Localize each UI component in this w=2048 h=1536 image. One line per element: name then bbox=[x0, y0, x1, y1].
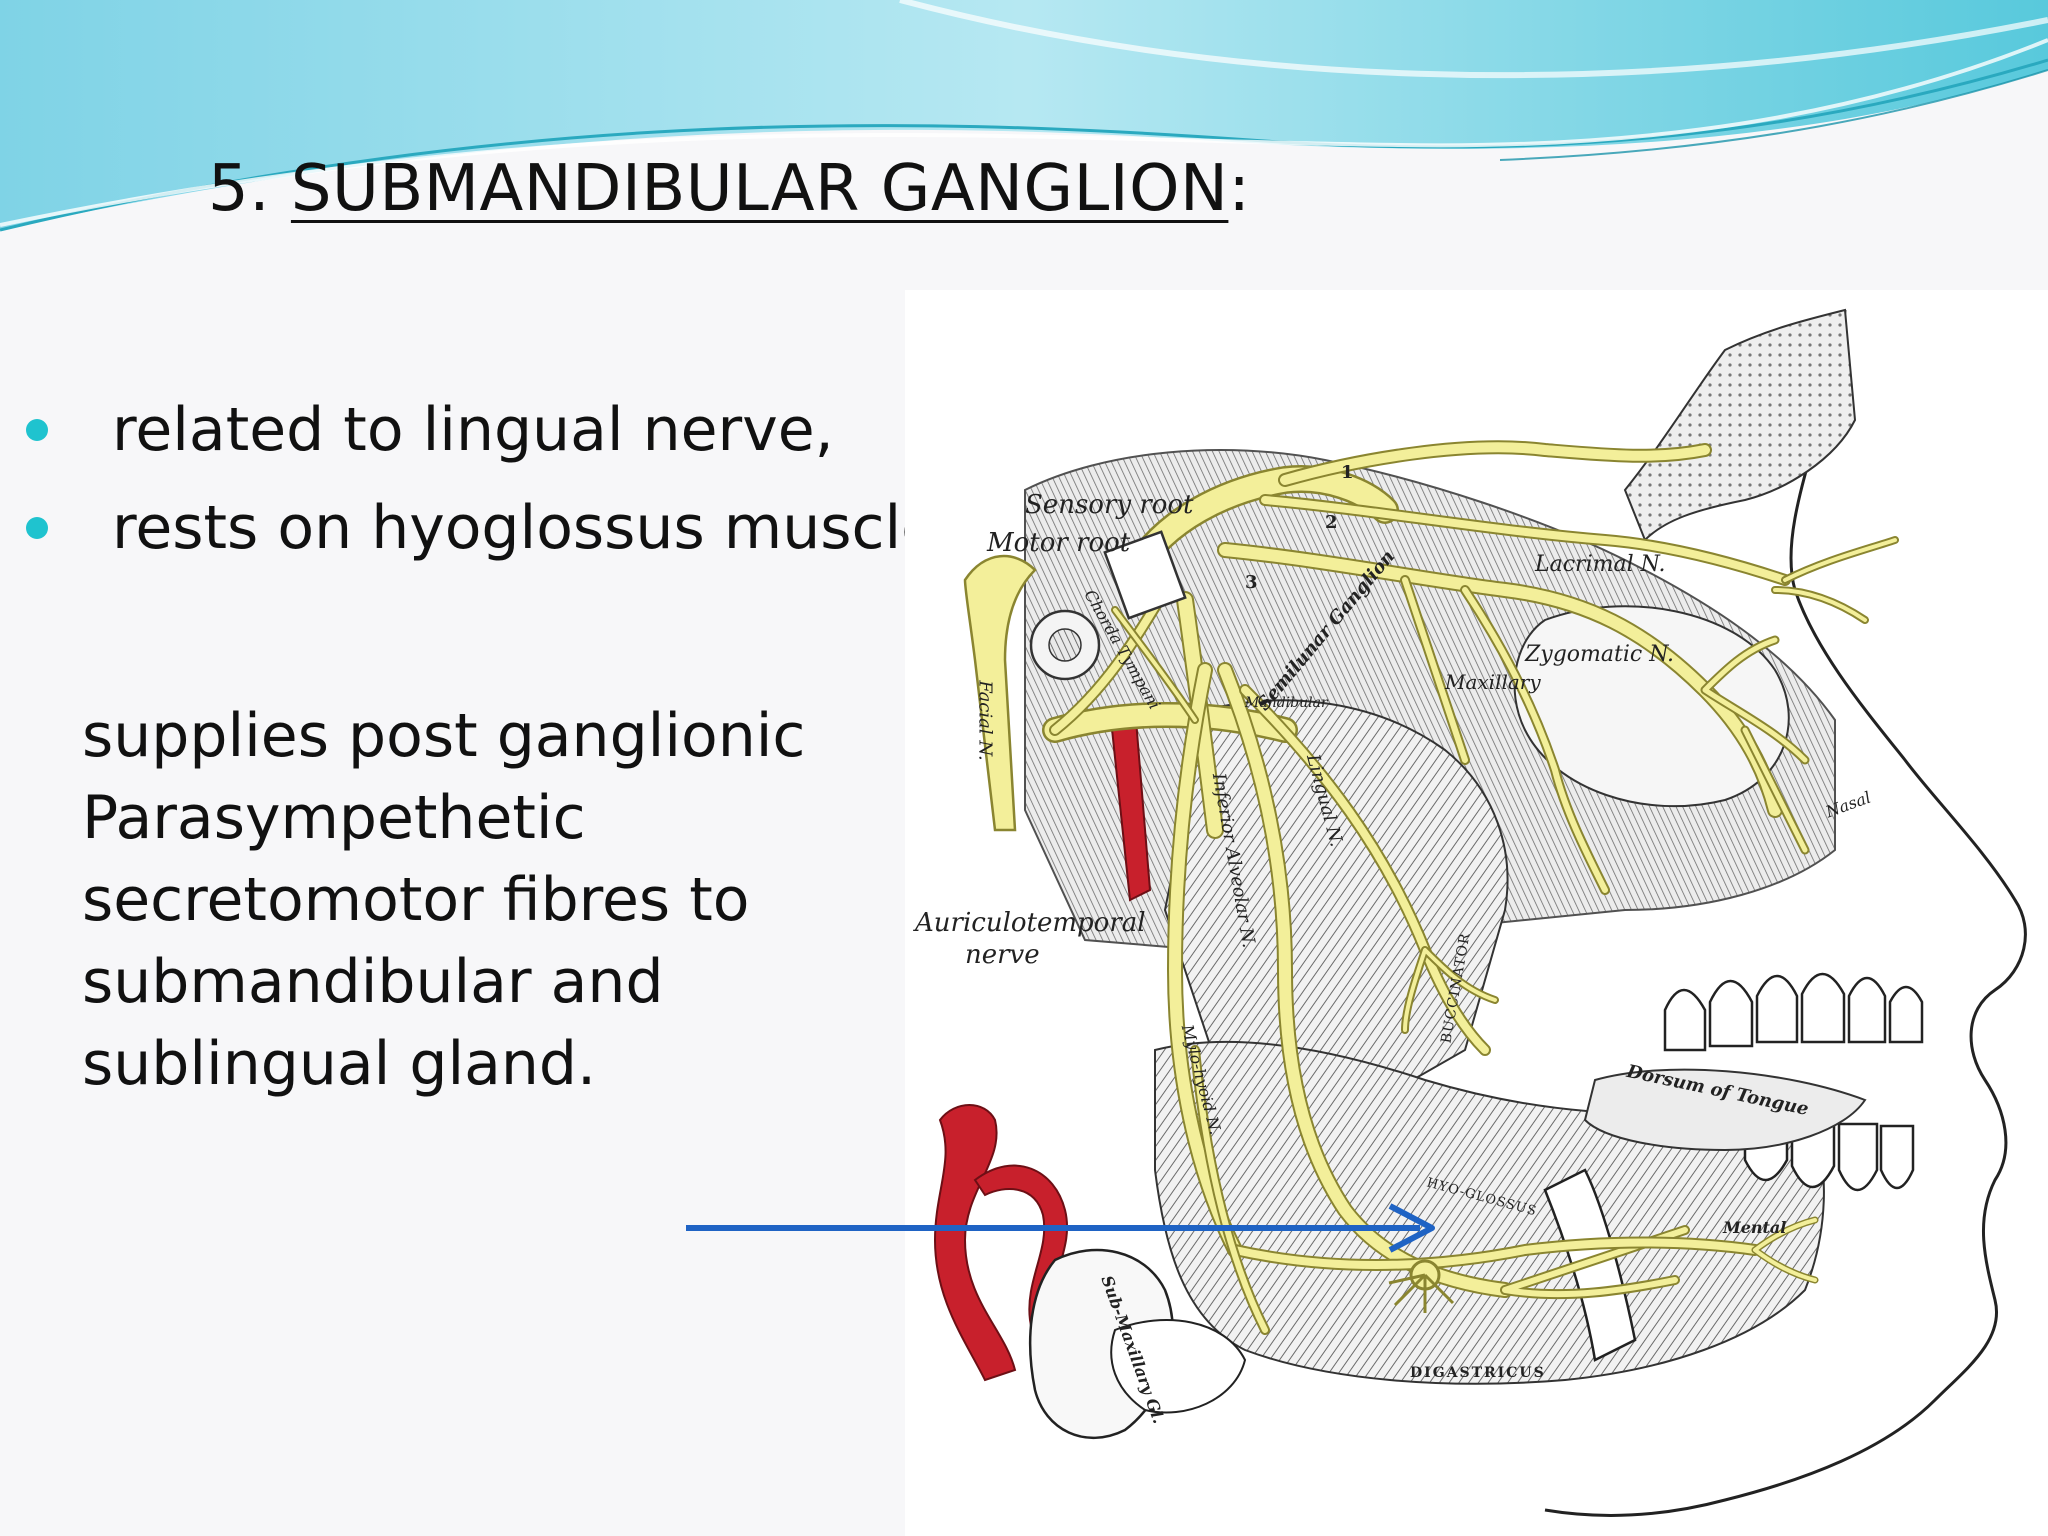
header-wave-decoration bbox=[0, 0, 2048, 232]
label-maxillary: Maxillary bbox=[1445, 670, 1541, 694]
paragraph-line: Parasympethetic bbox=[82, 783, 586, 853]
label-num-3: 3 bbox=[1245, 572, 1258, 593]
label-sensory-root: Sensory root bbox=[1025, 490, 1194, 520]
label-motor-root: Motor root bbox=[987, 528, 1131, 558]
paragraph-line: secretomotor fibres to bbox=[82, 865, 750, 935]
carotid-artery bbox=[933, 1104, 1017, 1382]
bullet-dot-icon bbox=[26, 419, 48, 441]
label-digastricus: DIGASTRICUS bbox=[1410, 1365, 1546, 1381]
label-auriculotemporal: Auriculotemporal bbox=[915, 908, 1146, 938]
anatomy-illustration: Sensory root Motor root Lacrimal N. Zygo… bbox=[905, 290, 2048, 1536]
nerve-branches bbox=[1042, 440, 1899, 1335]
label-num-1: 1 bbox=[1341, 462, 1354, 483]
description-paragraph: supplies post ganglionic Parasympethetic… bbox=[82, 695, 882, 1105]
label-auriculotemporal-nerve: nerve bbox=[965, 940, 1040, 970]
sublingual-gland bbox=[1110, 1319, 1247, 1414]
label-mandibular: Mandibular bbox=[1245, 695, 1328, 711]
bullet-dot-icon bbox=[26, 517, 48, 539]
label-num-2: 2 bbox=[1325, 512, 1338, 533]
title-number: 5. bbox=[208, 152, 291, 226]
motor-root-block bbox=[1103, 530, 1187, 620]
paragraph-line: supplies post ganglionic bbox=[82, 701, 806, 771]
title-suffix: : bbox=[1228, 152, 1251, 226]
label-zygomatic: Zygomatic N. bbox=[1525, 642, 1675, 667]
label-facial: Facial N. bbox=[974, 680, 996, 761]
cheek-muscle-mass bbox=[1163, 699, 1509, 1132]
bullet-text: related to lingual nerve, bbox=[112, 395, 834, 465]
tongue-shape bbox=[1583, 1068, 1867, 1152]
forehead-bone bbox=[1623, 308, 1857, 542]
label-lacrimal: Lacrimal N. bbox=[1535, 552, 1666, 577]
bullet-text: rests on hyoglossus muscle bbox=[112, 493, 939, 563]
paragraph-line: sublingual gland. bbox=[82, 1029, 597, 1099]
face-outline bbox=[1544, 309, 2027, 1517]
paragraph-line: submandibular and bbox=[82, 947, 664, 1017]
title-main: SUBMANDIBULAR GANGLION bbox=[290, 152, 1229, 226]
orbit-region bbox=[1513, 605, 1790, 808]
head-nerve-diagram bbox=[933, 308, 2027, 1517]
label-mental: Mental bbox=[1723, 1218, 1787, 1237]
submandibular-ganglion-node bbox=[1388, 1259, 1455, 1313]
slide-title: 5. SUBMANDIBULAR GANGLION: bbox=[208, 152, 1250, 226]
upper-teeth bbox=[1663, 972, 1924, 1052]
facial-nerve-stem bbox=[963, 554, 1037, 832]
